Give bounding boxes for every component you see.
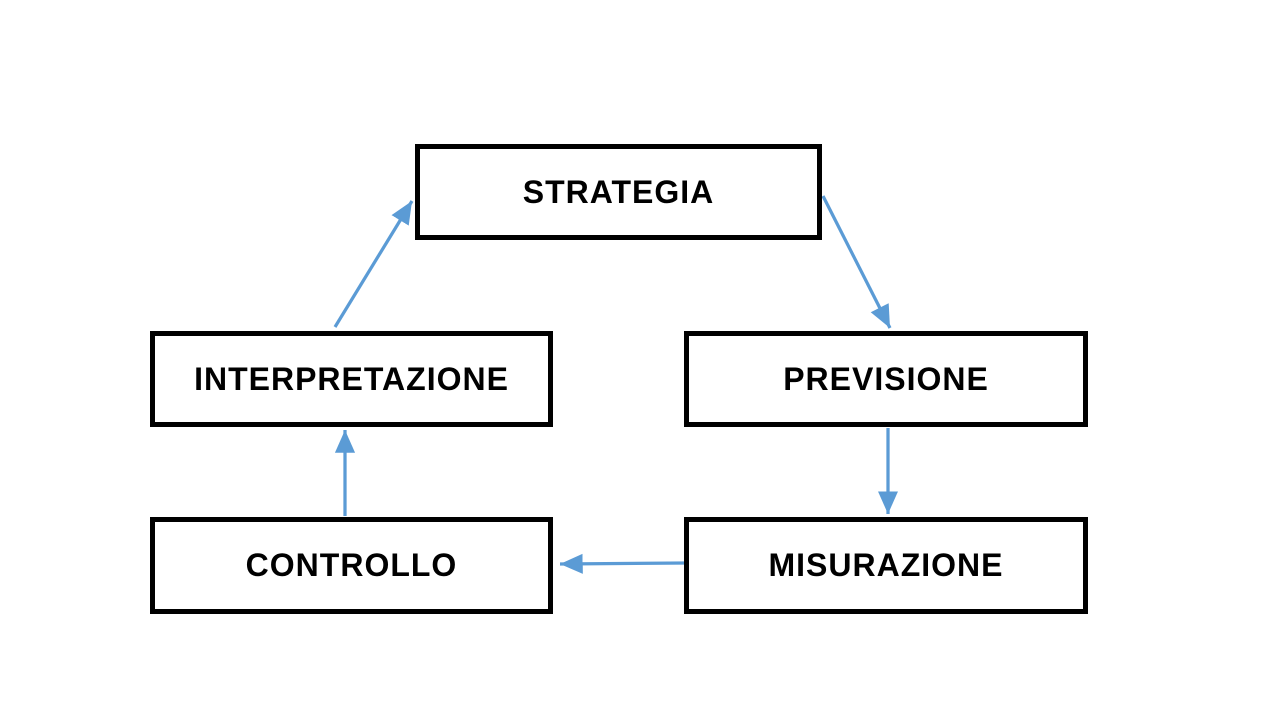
node-previsione-label: PREVISIONE [783, 360, 989, 397]
node-interpretazione: INTERPRETAZIONE [150, 331, 553, 427]
node-misurazione: MISURAZIONE [684, 517, 1088, 614]
node-controllo: CONTROLLO [150, 517, 553, 614]
node-strategia: STRATEGIA [415, 144, 822, 240]
arrow-interpretazione-to-strategia [333, 200, 414, 328]
node-controllo-label: CONTROLLO [245, 547, 458, 583]
node-strategia-label: STRATEGIA [522, 173, 715, 210]
arrow-strategia-to-previsione [821, 195, 892, 329]
node-misurazione-label: MISURAZIONE [768, 547, 1004, 583]
arrow-misurazione-to-controllo [559, 553, 687, 574]
node-previsione: PREVISIONE [684, 331, 1088, 427]
node-interpretazione-label: INTERPRETAZIONE [194, 360, 509, 397]
